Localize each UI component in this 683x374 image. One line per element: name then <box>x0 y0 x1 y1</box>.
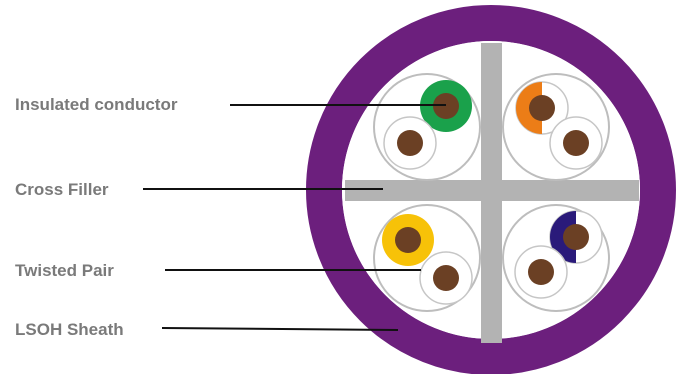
label-lsoh-sheath: LSOH Sheath <box>15 320 124 339</box>
conductor-core <box>529 95 555 121</box>
label-cross-filler: Cross Filler <box>15 180 109 199</box>
conductor-core <box>528 259 554 285</box>
conductor-core <box>433 265 459 291</box>
twisted-pair-blue <box>502 204 610 312</box>
twisted-pair-green <box>373 73 481 181</box>
twisted-pair-orange <box>502 73 610 181</box>
cross-filler-horizontal <box>345 180 639 201</box>
conductor-core <box>395 227 421 253</box>
leader-line-lsoh-sheath <box>161 327 399 331</box>
label-insulated-conductor: Insulated conductor <box>15 95 178 114</box>
label-twisted-pair: Twisted Pair <box>15 261 114 280</box>
conductor-core <box>563 224 589 250</box>
conductor-core <box>563 130 589 156</box>
conductor-core <box>397 130 423 156</box>
twisted-pair-yellow <box>373 204 481 312</box>
